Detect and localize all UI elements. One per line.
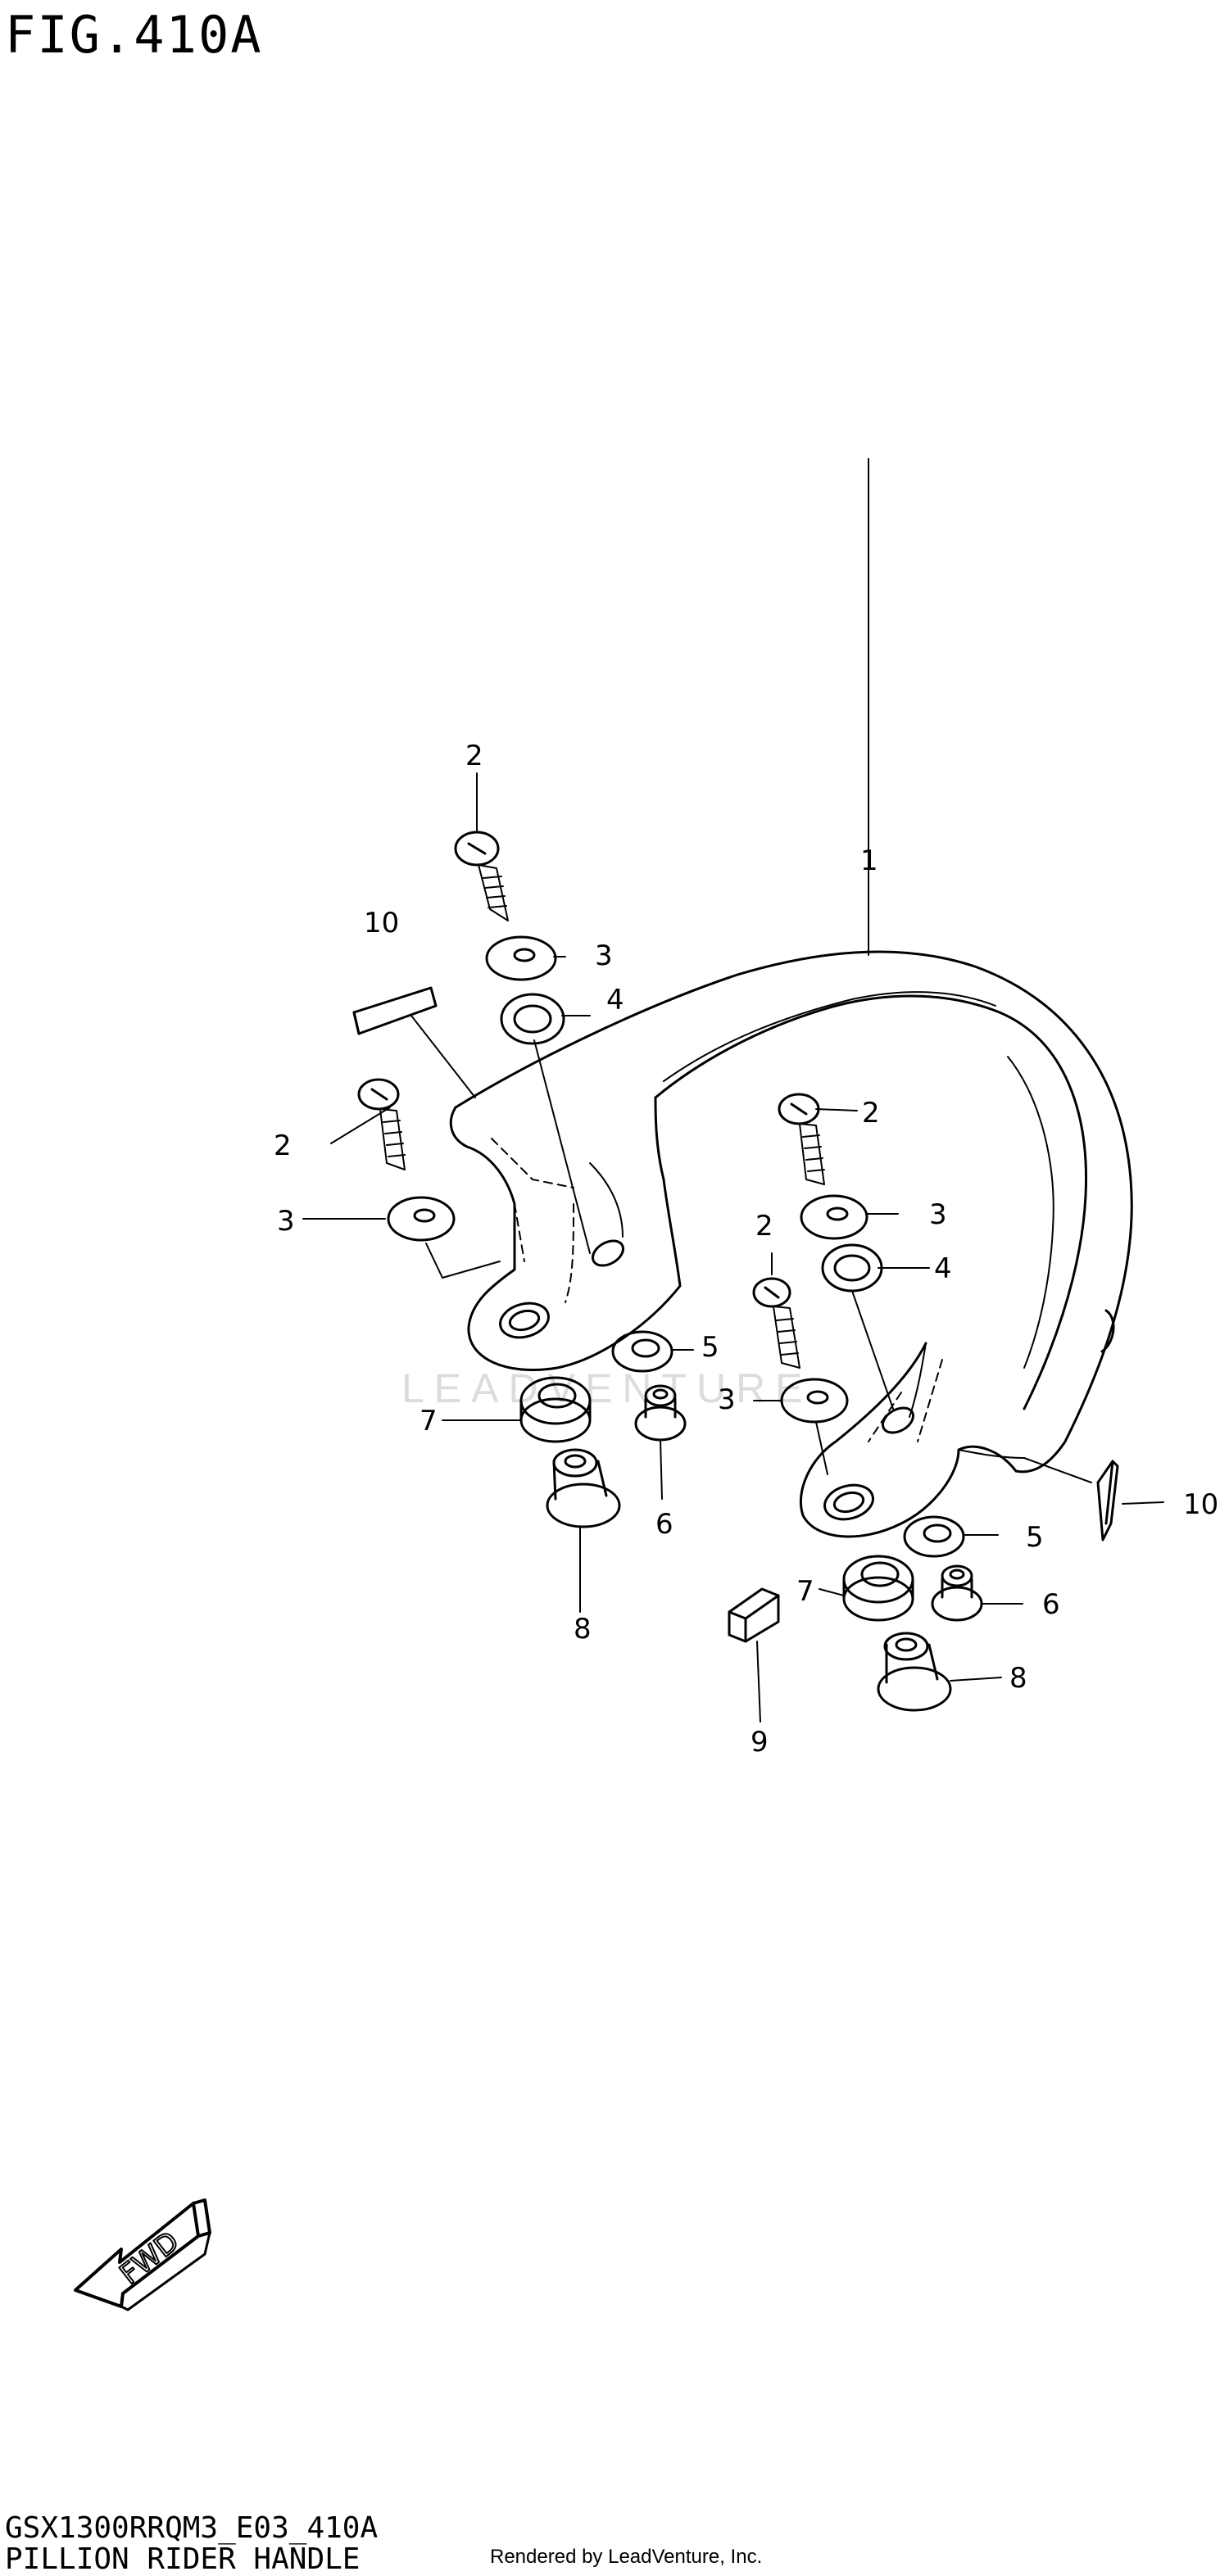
- bolt-upper-left: [454, 831, 509, 921]
- callout-7-left: 7: [419, 1405, 438, 1437]
- callout-5-right: 5: [1026, 1521, 1044, 1554]
- callout-10-left: 10: [364, 907, 399, 939]
- figure-title: FIG.410A: [5, 5, 263, 65]
- washer-3-right-upper: [800, 1194, 868, 1240]
- callout-3-right-lower: 3: [718, 1383, 736, 1416]
- callout-9: 9: [751, 1726, 769, 1759]
- callout-1: 1: [860, 844, 878, 877]
- pad-10-right: [1096, 1460, 1119, 1542]
- callout-8-right: 8: [1009, 1662, 1027, 1695]
- diagram-code: GSX1300RRQM3_E03_410A: [5, 2511, 379, 2545]
- grab-handle: [449, 950, 1133, 1538]
- callout-3-right-upper: 3: [929, 1198, 947, 1231]
- nut-6-right: [931, 1564, 983, 1622]
- callout-8-left: 8: [574, 1613, 592, 1646]
- callout-2-right-upper: 2: [862, 1097, 880, 1130]
- collar-5-left: [611, 1330, 673, 1373]
- grommet-7-left: [519, 1376, 592, 1443]
- bolt-right-lower: [752, 1277, 800, 1369]
- spacer-8-right: [877, 1632, 952, 1712]
- callout-6-left: 6: [655, 1508, 673, 1541]
- callout-labels: 1 2 2 2 2 3 3 3 3 4 4 5 5 6 6 7 7 8 8 9 …: [274, 740, 1218, 1759]
- washer-4-left: [500, 993, 565, 1045]
- callout-5-left: 5: [701, 1331, 719, 1364]
- bolt-mid-left: [357, 1078, 406, 1170]
- spacer-8-left: [546, 1448, 621, 1528]
- bolt-right-upper: [778, 1093, 825, 1185]
- callout-4-right: 4: [934, 1252, 952, 1285]
- callout-2-right-lower: 2: [755, 1210, 773, 1243]
- grommet-7-right: [842, 1555, 914, 1622]
- callout-2-upper-left: 2: [465, 740, 483, 772]
- washer-3-mid-left: [387, 1196, 456, 1242]
- fwd-label: FWD: [114, 2225, 185, 2291]
- render-credit: Rendered by LeadVenture, Inc.: [490, 2546, 763, 2568]
- block-9: [728, 1587, 780, 1643]
- forward-arrow-icon: FWD: [74, 2198, 211, 2311]
- washer-4-right: [821, 1243, 883, 1293]
- watermark: LEADVENTURE: [401, 1365, 813, 1411]
- part-name: PILLION RIDER HANDLE: [5, 2542, 361, 2576]
- callout-3-mid-left: 3: [277, 1205, 295, 1238]
- callout-3-upper-left: 3: [595, 939, 613, 972]
- callout-10-right: 10: [1183, 1488, 1218, 1521]
- pad-10-left: [352, 986, 438, 1035]
- leader-lines: [302, 458, 1164, 1723]
- washer-3-upper-left: [485, 935, 557, 981]
- callout-4-left: 4: [606, 984, 624, 1016]
- callout-2-mid-left: 2: [274, 1130, 292, 1162]
- callout-6-right: 6: [1042, 1588, 1060, 1621]
- callout-7-right: 7: [796, 1575, 814, 1608]
- collar-5-right: [903, 1515, 965, 1558]
